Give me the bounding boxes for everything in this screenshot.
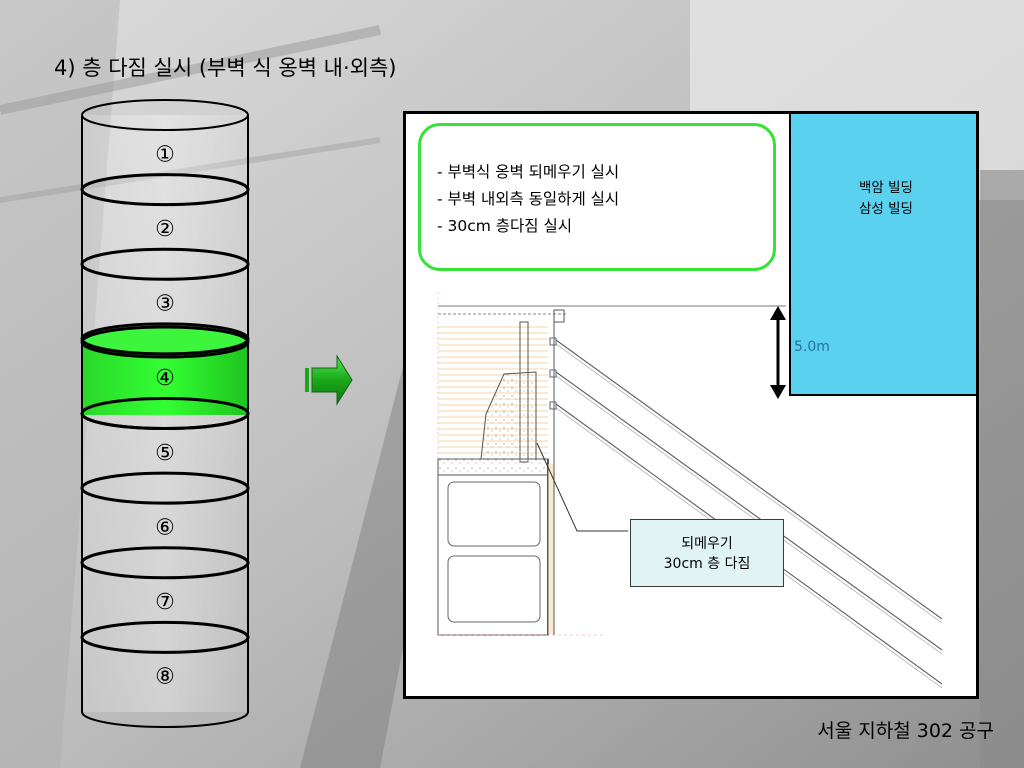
layer-label: ③ (155, 292, 175, 317)
layer-label: ① (155, 142, 175, 167)
building-name: 삼성 빌딩 (859, 201, 913, 217)
note-line: - 부벽 내외측 동일하게 실시 (437, 190, 620, 208)
layer-label: ⑧ (155, 665, 175, 690)
callout-leader (536, 442, 628, 532)
height-label: 5.0m (794, 339, 830, 355)
footer-text: 서울 지하철 302 공구 (817, 720, 994, 742)
layer-divider (80, 471, 250, 505)
layer-divider (80, 173, 250, 207)
cylinder-bottom (81, 711, 249, 728)
cylinder-outline (80, 99, 250, 728)
cylinder-top (81, 99, 249, 131)
footing-slab (437, 458, 549, 476)
layer-label: ⑥ (155, 515, 175, 540)
notes-box: - 부벽식 옹벽 되메우기 실시 - 부벽 내외측 동일하게 실시 - 30cm… (418, 123, 776, 271)
retaining-wall-section (437, 292, 943, 689)
layer-divider (80, 322, 250, 356)
section-panel: - 부벽식 옹벽 되메우기 실시 - 부벽 내외측 동일하게 실시 - 30cm… (403, 111, 979, 699)
building-name: 백암 빌딩 (859, 180, 913, 196)
layer-divider (80, 620, 250, 654)
note-line: - 30cm 층다짐 실시 (437, 217, 573, 235)
note-line: - 부벽식 옹벽 되메우기 실시 (437, 163, 620, 181)
callout-line: 되메우기 (681, 536, 733, 552)
layer-divider (80, 546, 250, 580)
right-arrow-icon (305, 354, 353, 406)
box-structure (437, 474, 549, 636)
layer-label: ⑤ (155, 441, 175, 466)
layer-label: ⑦ (155, 590, 175, 615)
layer-label: ② (155, 217, 175, 242)
backfill-callout: 되메우기 30cm 층 다짐 (630, 519, 784, 587)
ground-anchor-1 (555, 339, 943, 620)
callout-line: 30cm 층 다짐 (663, 556, 751, 572)
layer-labels: ① ② ③ ④ ⑤ ⑥ ⑦ ⑧ (155, 142, 175, 689)
ground-anchor-2 (555, 371, 943, 651)
layer-label: ④ (155, 366, 175, 391)
adjacent-building: 백암 빌딩 삼성 빌딩 (789, 114, 976, 396)
height-dimension-arrow (770, 306, 786, 399)
slide-title: 4) 층 다짐 실시 (부벽 식 옹벽 내·외측) (54, 56, 397, 80)
highlighted-layer-bottom (80, 413, 250, 430)
layer-divider (80, 247, 250, 281)
